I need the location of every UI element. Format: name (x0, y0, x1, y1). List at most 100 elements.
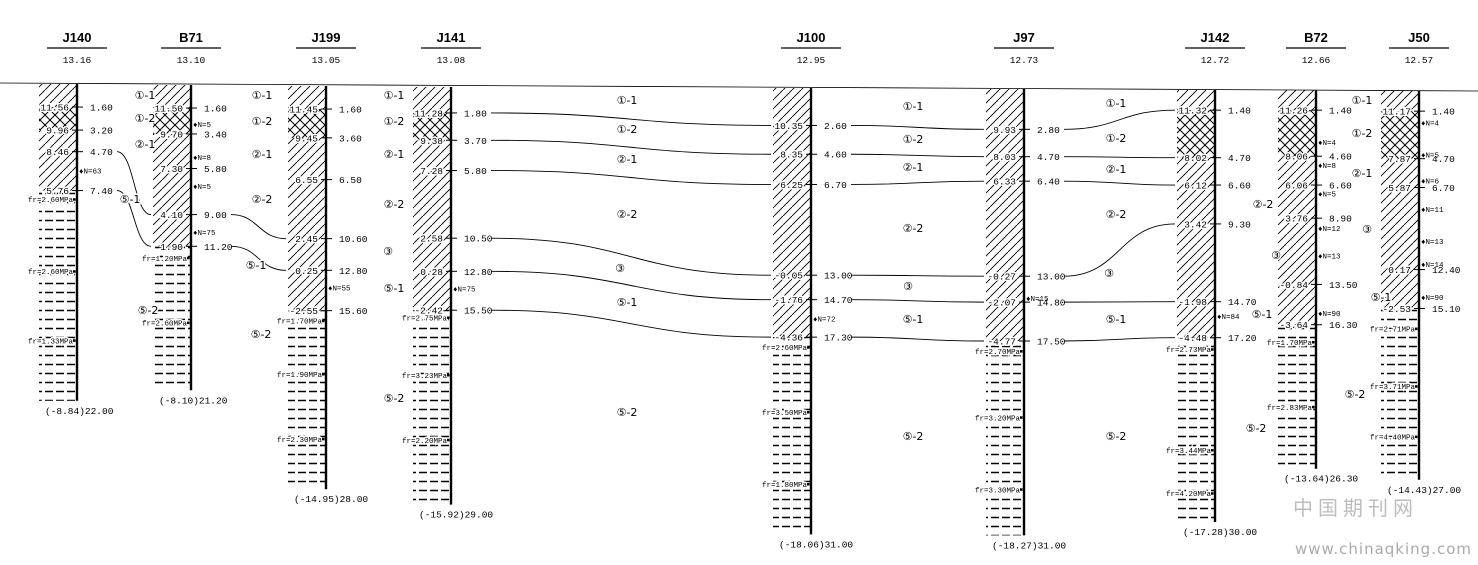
boundary-depth: 1.60 (339, 105, 362, 116)
stratum-boundary (490, 237, 772, 276)
boundary-depth: 2.60 (824, 121, 847, 132)
spt-value: ♦N=55 (328, 286, 351, 294)
boundary-depth: 13.00 (824, 271, 853, 282)
strength-marker (807, 411, 810, 414)
spt-value: ♦N=12 (1318, 226, 1341, 234)
boundary-depth: 8.90 (1329, 214, 1352, 225)
spt-value: ♦N=4 (1421, 121, 1440, 129)
boundary-depth: 1.60 (204, 104, 227, 115)
boundary-elevation: 8.46 (46, 147, 69, 158)
strength-marker (1415, 435, 1418, 439)
boundary-elevation: -2.55 (289, 306, 318, 317)
strength-marker (322, 437, 325, 441)
boundary-elevation: 6.06 (1285, 181, 1308, 192)
stratum-label: ①-1 (252, 89, 273, 102)
stratum-label: ⑤-1 (384, 282, 405, 295)
spt-value: ♦N=84 (1217, 314, 1240, 322)
stratum-label: ⑤-1 (1371, 291, 1392, 304)
collar-elevation: 12.66 (1302, 55, 1331, 66)
spt-value: ♦N=5 (193, 184, 212, 192)
borehole-name: J50 (1408, 30, 1430, 45)
stratum-label: ⑤-1 (617, 296, 638, 309)
strength-marker (447, 438, 450, 442)
boundary-depth: 12.80 (339, 266, 368, 277)
rock-strength: fr=2.70MPa (975, 349, 1021, 357)
strength-marker (73, 270, 76, 273)
boundary-depth: 6.50 (339, 175, 362, 186)
stratum-label: ⑤-2 (903, 430, 924, 443)
borehole-B71: B7113.1011.509.707.304.101.901.603.405.8… (140, 30, 232, 406)
stratum-boundary (850, 180, 985, 185)
stratum-label: ⑤-2 (617, 406, 638, 419)
lithology-dash (773, 337, 811, 535)
stratum-label: ⑤-2 (251, 328, 272, 341)
stratum-boundary (850, 336, 985, 342)
boundary-depth: 3.40 (204, 129, 227, 140)
stratum-boundary (1063, 180, 1176, 186)
strength-marker (1020, 488, 1023, 491)
stratum-boundary (1063, 337, 1176, 342)
boundary-elevation: -0.05 (774, 271, 803, 282)
boundary-elevation: 9.45 (295, 133, 318, 144)
boundary-elevation: 11.26 (1279, 106, 1308, 117)
spt-value: ♦N=75 (453, 287, 476, 295)
stratum-label: ①-1 (384, 89, 405, 102)
boundary-depth: 2.80 (1037, 125, 1060, 136)
bottom-elev-depth: (-15.92)29.00 (419, 510, 493, 521)
stratum-boundary (1063, 223, 1176, 277)
lithology-diag (413, 87, 451, 113)
boundary-depth: 6.70 (1432, 183, 1455, 194)
boundary-depth: 1.80 (464, 108, 487, 119)
borehole-J100: J10012.9510.358.356.25-0.05-1.76-4.362.6… (760, 30, 853, 550)
spt-value: ♦N=8 (193, 155, 211, 163)
boundary-elevation: 4.10 (160, 210, 183, 221)
bottom-elev-depth: (-8.84)22.00 (45, 406, 114, 417)
boundary-depth: 15.10 (1432, 304, 1461, 315)
strength-marker (1211, 348, 1214, 351)
stratum-label: ②-1 (135, 138, 156, 151)
strength-marker (322, 319, 325, 323)
lithology-diag (986, 89, 1024, 130)
boundary-depth: 4.70 (1228, 153, 1251, 164)
rock-strength: fr=2.20MPa (402, 438, 448, 446)
stratum-label: ⑤-1 (246, 259, 267, 272)
stratum-label: ②-2 (617, 208, 638, 221)
boundary-depth: 6.60 (1329, 181, 1352, 192)
boundary-elevation: -4.77 (987, 337, 1016, 348)
lithology-dash (1177, 337, 1215, 522)
spt-value: ♦N=72 (813, 316, 836, 324)
stratum-label: ③ (615, 262, 625, 275)
stratum-label: ②-1 (384, 148, 405, 161)
lithology-cross (153, 108, 191, 134)
lithology-diag (1278, 90, 1316, 111)
boundary-depth: 13.00 (1037, 272, 1066, 283)
strength-marker (1211, 449, 1214, 452)
borehole-J140: J14013.1611.569.968.465.761.603.204.707.… (26, 30, 114, 417)
stratum-boundary (850, 153, 985, 158)
stratum-label: ③ (1104, 267, 1114, 280)
stratum-boundary (490, 139, 772, 155)
spt-value: ♦N=5 (1318, 192, 1337, 200)
spt-value: ♦N=13 (1318, 254, 1341, 262)
stratum-boundary (490, 309, 772, 338)
spt-value: ♦N=90 (1318, 311, 1341, 319)
boundary-elevation: 1.90 (160, 242, 183, 253)
lithology-diag (1381, 158, 1419, 309)
boundary-depth: 14.80 (1037, 298, 1066, 309)
strength-marker (73, 198, 76, 201)
lithology-dash (986, 341, 1024, 536)
boundary-elevation: -1.76 (774, 295, 803, 306)
spt-value: ♦N=4 (1318, 140, 1337, 148)
borehole-J142: J14212.7211.328.026.123.42-1.98-4.481.40… (1164, 30, 1257, 538)
boundary-elevation: 0.28 (420, 267, 443, 278)
boundary-elevation: 7.28 (420, 166, 443, 177)
watermark-cn: 中国期刊网 (1293, 496, 1418, 520)
lithology-diag (773, 154, 811, 185)
boundary-depth: 14.70 (824, 295, 853, 306)
lithology-cross (1278, 110, 1316, 157)
stratum-boundary (1063, 109, 1176, 130)
lithology-dash (1381, 308, 1419, 480)
boundary-elevation: -1.98 (1178, 297, 1207, 308)
stratum-boundary (850, 124, 985, 130)
stratum-label: ②-1 (252, 148, 273, 161)
